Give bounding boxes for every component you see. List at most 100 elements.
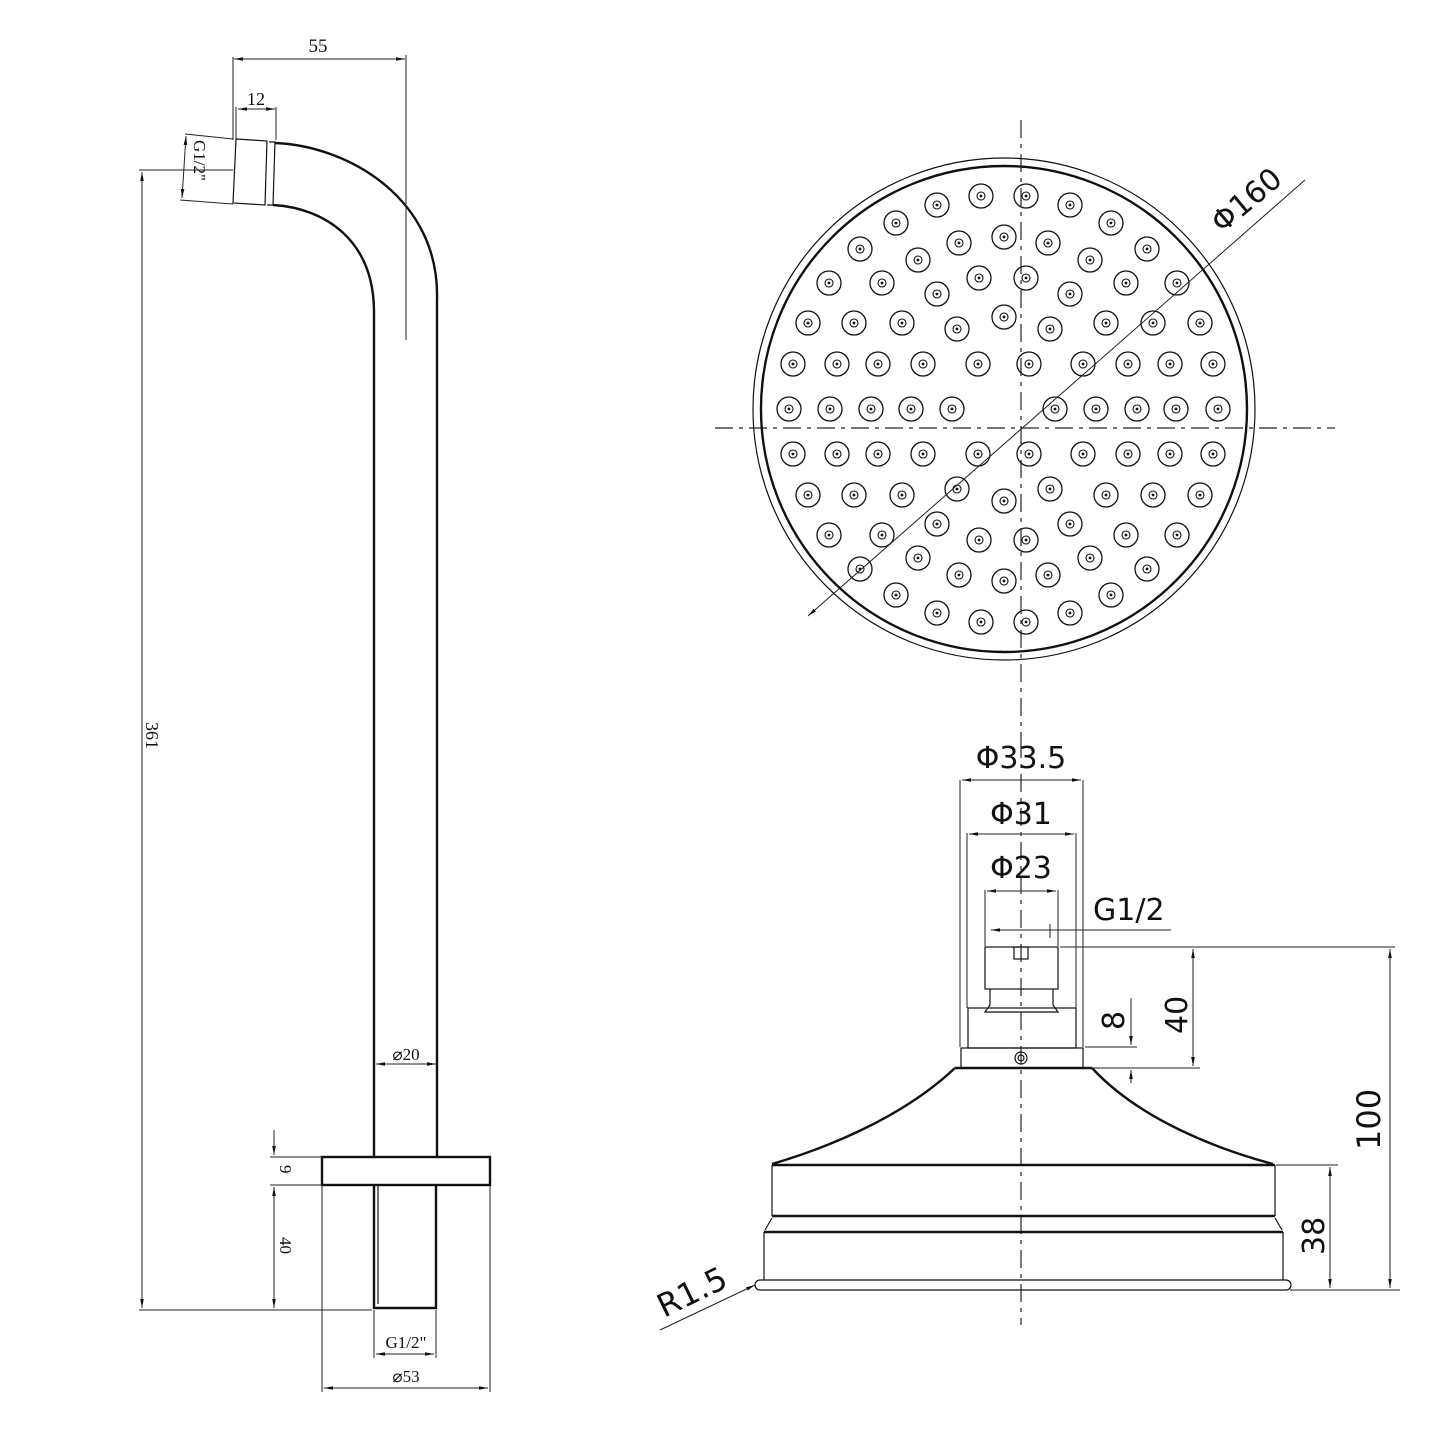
nozzle-icon <box>1042 396 1068 422</box>
nozzle-icon <box>952 324 962 334</box>
dim-inlet-thread: G1/2" <box>190 140 209 181</box>
nozzle-icon <box>932 289 942 299</box>
nozzle-icon <box>977 276 981 280</box>
nozzle-icon <box>955 327 959 331</box>
nozzle-icon <box>1068 611 1072 615</box>
nozzle-icon <box>1164 522 1190 548</box>
nozzle-icon <box>889 310 915 336</box>
nozzle-icon <box>1168 362 1172 366</box>
nozzle-icon <box>825 404 835 414</box>
nozzle-icon <box>1021 273 1031 283</box>
nozzle-icon <box>1168 452 1172 456</box>
nozzle-icon <box>776 396 802 422</box>
nozzle-icon <box>1101 490 1111 500</box>
nozzle-icon <box>1124 533 1128 537</box>
nozzle-icon <box>880 533 884 537</box>
face-inner-rim <box>759 164 1249 654</box>
nozzle-icon <box>1123 449 1133 459</box>
nozzle-icon <box>1198 493 1202 497</box>
nozzle-icon <box>1211 362 1215 366</box>
nozzle-icon <box>1065 519 1075 529</box>
nozzle-icon <box>855 244 865 254</box>
nozzle-icon <box>780 351 806 377</box>
nozzle-icon <box>880 281 884 285</box>
nozzle-icon <box>1024 359 1034 369</box>
nozzle-icon <box>900 321 904 325</box>
nozzle-icon <box>1081 362 1085 366</box>
nozzle-icon <box>991 304 1017 330</box>
nozzle-icon <box>924 511 950 537</box>
nozzle-icon <box>1175 281 1179 285</box>
nozzle-icon <box>1083 396 1109 422</box>
shower-head-face-view: Φ160 <box>715 120 1335 740</box>
nozzle-icon <box>1109 593 1113 597</box>
nozzle-icon <box>918 359 928 369</box>
nozzle-icon <box>1078 359 1088 369</box>
nozzle-icon <box>832 449 842 459</box>
bell-right <box>1091 1067 1274 1166</box>
nozzle-icon <box>1098 210 1124 236</box>
nozzle-icon <box>957 241 961 245</box>
nozzle-icon <box>974 273 984 283</box>
nozzle-icon <box>816 270 842 296</box>
nozzle-icon <box>1021 617 1031 627</box>
nozzle-icon <box>1164 270 1190 296</box>
nozzle-icon <box>847 236 873 262</box>
nozzle-icon <box>1027 362 1031 366</box>
nozzle-icon <box>788 449 798 459</box>
nozzle-icon <box>1195 318 1205 328</box>
nozzle-icon <box>1057 192 1083 218</box>
nozzle-icon <box>1088 258 1092 262</box>
nozzle-icon <box>979 620 983 624</box>
face-outer-rim <box>752 157 1256 661</box>
nozzle-icon <box>1208 449 1218 459</box>
nozzle-icon <box>787 407 791 411</box>
nozzle-icon <box>1104 493 1108 497</box>
nozzle-icon <box>1002 315 1006 319</box>
nozzle-icon <box>968 609 994 635</box>
nozzle-icon <box>1078 449 1088 459</box>
nozzle-icon <box>1057 281 1083 307</box>
nozzle-icon <box>1065 608 1075 618</box>
dim-total-height: 100 <box>1350 1089 1388 1150</box>
dim-flange-thickness: 9 <box>276 1165 295 1174</box>
nozzle-icon <box>977 538 981 542</box>
dim-connector-thread: G1/2 <box>1093 893 1165 928</box>
nozzle-icon <box>1037 476 1063 502</box>
nozzle-icon <box>991 488 1017 514</box>
nozzle-icon <box>1148 318 1158 328</box>
nozzle-icon <box>791 362 795 366</box>
wall-flange <box>320 1155 492 1187</box>
dim-pipe-diameter: ⌀20 <box>392 1045 419 1064</box>
nozzle-icon <box>913 553 923 563</box>
nozzle-icon <box>1213 404 1223 414</box>
nozzle-icon <box>1094 407 1098 411</box>
nozzle-icon <box>916 556 920 560</box>
nozzle-icon <box>869 407 873 411</box>
nozzle-icon <box>1024 538 1028 542</box>
nozzle-icon <box>1070 441 1096 467</box>
nozzle-icon <box>954 238 964 248</box>
nozzle-icon <box>979 194 983 198</box>
nozzle-icon <box>897 318 907 328</box>
nozzle-icon <box>1043 570 1053 580</box>
nozzle-icon <box>784 404 794 414</box>
nozzle-icon <box>1123 359 1133 369</box>
dim-inner-diameter: Φ23 <box>990 851 1052 886</box>
nozzle-icon <box>913 255 923 265</box>
dim-head-height: 38 <box>1297 1217 1332 1255</box>
nozzle-icon <box>1046 573 1050 577</box>
nozzle-icon <box>1077 247 1103 273</box>
face-plate <box>754 1279 1292 1291</box>
nozzle-icon <box>866 404 876 414</box>
nozzle-icon <box>1081 452 1085 456</box>
nozzle-icon <box>947 404 957 414</box>
nozzle-icon <box>1106 590 1116 600</box>
nozzle-icon <box>1121 530 1131 540</box>
nozzle-icon <box>999 496 1009 506</box>
nozzle-icon <box>1002 235 1006 239</box>
nozzle-icon <box>932 608 942 618</box>
nozzle-icon <box>968 183 994 209</box>
nozzle-icon <box>1050 404 1060 414</box>
arm-pipe-outer <box>274 141 439 1158</box>
